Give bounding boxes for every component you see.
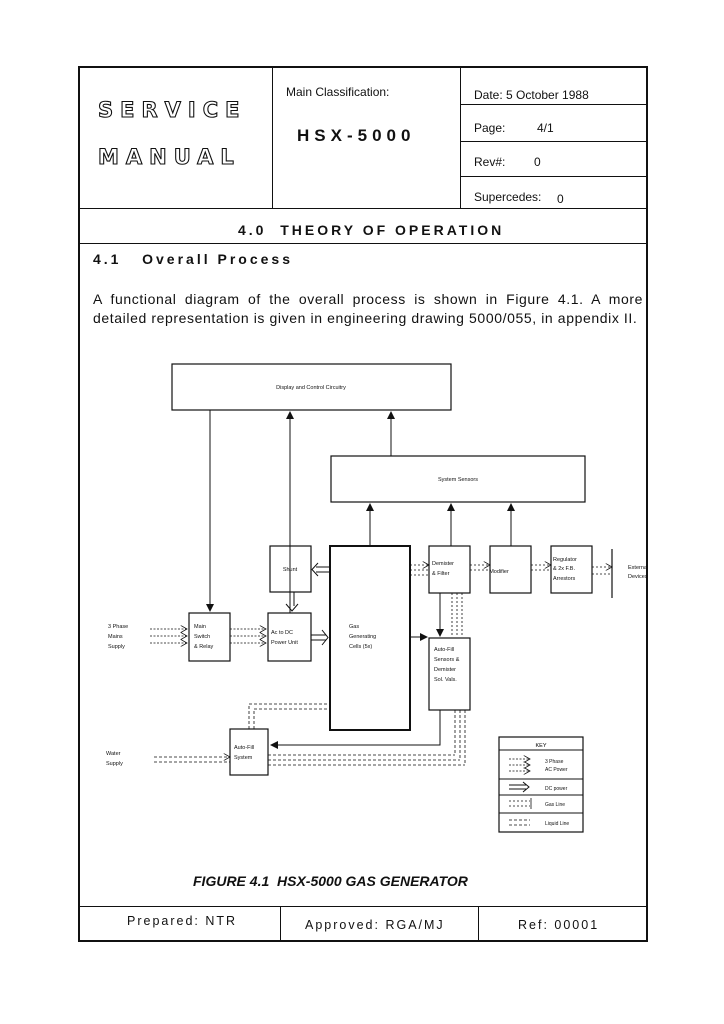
diagram-key: KEY 3 Phase AC Power DC power Gas Line L… [498,736,584,833]
regulator-box [550,545,593,594]
rev-label: Rev#: [474,155,506,169]
ac-dc-label-1: Ac to DC [271,630,293,636]
autofill-system-label-2: System [234,755,253,761]
ac-dc-label-2: Power Unit [271,640,298,646]
subsection-title: 4.1 Overall Process [93,251,293,267]
modifier-label: Modifier [489,569,509,575]
demister-label-2: & Filter [432,571,450,577]
autofill-system-label-1: Auto-Fill [234,745,254,751]
gas-cells-label-2: Generating [349,634,376,640]
demister-label-1: Demister [432,561,454,567]
key-gas-label: Gas Line [545,802,565,808]
header-divider [272,67,273,209]
figure-caption: FIGURE 4.1 HSX-5000 GAS GENERATOR [193,873,468,889]
autofill-sensors-box [428,637,471,711]
body-paragraph: A functional diagram of the overall proc… [93,291,643,326]
service-title: SERVICE [97,97,247,122]
header-divider [460,67,461,209]
three-phase-label-2: Mains [108,634,123,640]
gas-lines [410,565,612,636]
header-divider [460,141,648,142]
section-divider [79,243,647,244]
regulator-label-1: Regulator [553,557,577,563]
ref-field: Ref: 00001 [518,918,600,932]
liquid-lines [154,703,466,766]
regulator-label-2: & 2x F.B. [553,566,575,572]
header-divider [79,208,647,209]
key-title: KEY [535,743,546,749]
footer-divider [280,906,281,941]
section-title: 4.0 THEORY OF OPERATION [238,222,505,238]
page-value: 4/1 [537,121,554,135]
header-divider [460,176,648,177]
footer-divider [79,906,647,907]
external-devices-label-1: External [628,565,648,571]
main-switch-label-3: & Relay [194,644,214,650]
main-switch-label-2: Switch [194,634,210,640]
ac-power-lines [150,629,266,643]
supercedes-label: Supercedes: [474,190,542,204]
footer-divider [478,906,479,941]
supercedes-value: 0 [557,192,564,206]
key-liquid-label: Liquid Line [545,821,569,827]
shunt-label: Shunt [283,567,298,573]
three-phase-label-1: 3 Phase [108,624,128,630]
key-ac-label-1: 3 Phase [545,759,564,765]
page-label: Page: [474,121,506,135]
system-sensors-box [330,455,586,503]
main-switch-box [188,612,231,662]
approved-field: Approved: RGA/MJ [305,918,445,932]
water-supply-label-1: Water [106,751,121,757]
display-control-label: Display and Control Circuitry [276,385,346,391]
page-frame [78,66,648,942]
autofill-sensors-label-3: Demister [434,667,456,673]
gas-cells-label-3: Cells (5x) [349,644,372,650]
gas-cells-label-1: Gas [349,624,359,630]
display-control-box [171,363,452,411]
main-switch-label-1: Main [194,624,206,630]
external-devices-label-2: Devices [628,574,648,580]
dc-power-lines [285,562,330,646]
water-supply-label-2: Supply [106,761,123,767]
autofill-sensors-label-4: Sol. Vals. [434,677,457,683]
system-sensors-label: System Sensors [438,477,478,483]
autofill-sensors-label-2: Sensors & [434,657,460,663]
prepared-field: Prepared: NTR [127,914,238,928]
header-divider [460,104,648,105]
main-classification-label: Main Classification: [286,85,390,99]
key-dc-label: DC power [545,786,568,792]
key-ac-label-2: AC Power [545,767,568,773]
regulator-label-3: Arrestors [553,576,576,582]
manual-title: MANUAL [97,144,241,169]
autofill-system-box [229,728,269,776]
model-number: HSX-5000 [297,126,416,145]
ac-dc-unit-box [267,612,312,662]
date-field: Date: 5 October 1988 [474,88,589,102]
demister-filter-box [428,545,471,594]
autofill-signal-line [270,710,441,749]
three-phase-label-3: Supply [108,644,125,650]
autofill-sensors-label-1: Auto-Fill [434,647,454,653]
rev-value: 0 [534,155,541,169]
